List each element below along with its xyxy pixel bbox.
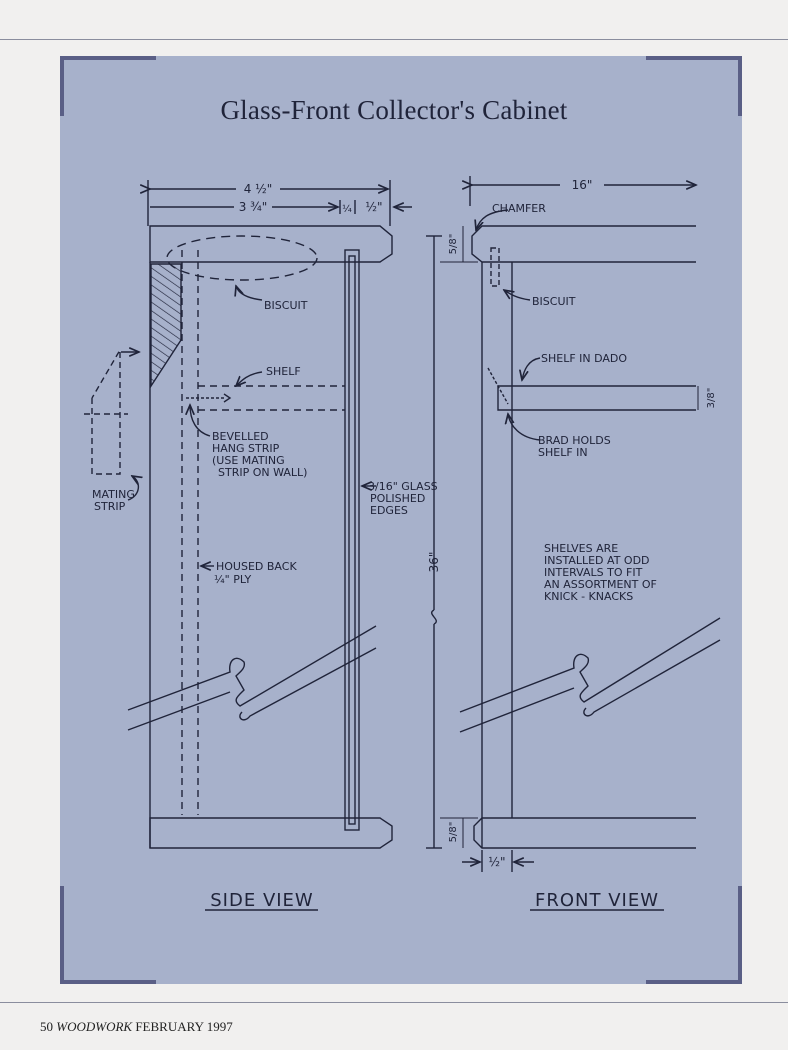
bottom-half-dimension: [462, 850, 534, 872]
housed-label-2: ¼" PLY: [214, 573, 252, 586]
note-line-4: AN ASSORTMENT OF: [544, 578, 657, 591]
note-line-2: INSTALLED AT ODD: [544, 554, 650, 567]
housed-label-1: HOUSED BACK: [216, 560, 297, 573]
front-dimension-lines: [470, 176, 696, 206]
front-top-panel: [471, 225, 696, 263]
bevel-label-4: STRIP ON WALL): [218, 466, 307, 479]
bevel-label-2: HANG STRIP: [212, 442, 280, 455]
side-dimension-lines: [148, 180, 412, 226]
dim-half-top: ½": [365, 200, 382, 214]
page-number: 50: [40, 1019, 53, 1034]
page-title: Glass-Front Collector's Cabinet: [220, 95, 568, 125]
corner-mark-br-v: [738, 886, 742, 984]
side-shelf-dashed: [198, 385, 345, 411]
mating-label-1: MATING: [92, 488, 135, 501]
dim-width-main: 3 ¾": [239, 200, 268, 214]
glass-label-3: EDGES: [370, 504, 408, 517]
glass-label-2: POLISHED: [370, 492, 425, 505]
corner-mark-bl-h: [60, 980, 156, 984]
dim-half-bottom: ½": [488, 855, 505, 869]
front-view-label: FRONT VIEW: [535, 890, 659, 911]
brad-label-1: BRAD HOLDS: [538, 434, 611, 447]
bevel-label-3: (USE MATING: [212, 454, 285, 467]
dim-16: 16": [572, 178, 593, 192]
dim-quarter: ¼: [342, 203, 352, 215]
front-biscuit: [490, 247, 500, 287]
side-view-label: SIDE VIEW: [210, 890, 313, 911]
top-rule: [0, 39, 788, 40]
side-bottom-panel: [149, 817, 393, 849]
corner-mark-tl-v: [60, 56, 64, 116]
shelf-label: SHELF: [266, 365, 301, 378]
mating-label-2: STRIP: [94, 500, 126, 513]
magazine-name: WOODWORK: [56, 1019, 133, 1034]
glass-pane: [344, 249, 360, 831]
corner-mark-tl-h: [60, 56, 156, 60]
dim-top-thick: 5/8": [448, 234, 459, 255]
brad-label-2: SHELF IN: [538, 446, 588, 459]
front-break-line: [459, 617, 721, 733]
hang-strip: [150, 263, 182, 389]
bottom-rule: [0, 1002, 788, 1003]
corner-mark-tr-h: [646, 56, 742, 60]
note-line-5: KNICK - KNACKS: [544, 590, 633, 603]
side-top-panel: [149, 225, 393, 263]
note-line-1: SHELVES ARE: [544, 542, 618, 555]
page-footer: 50 WOODWORK FEBRUARY 1997: [40, 1019, 233, 1035]
issue-date: FEBRUARY 1997: [135, 1019, 233, 1034]
chamfer-label: CHAMFER: [492, 202, 546, 215]
side-biscuit: [166, 235, 318, 281]
bevel-label-1: BEVELLED: [212, 430, 269, 443]
height-dimension: [426, 226, 478, 849]
dim-width-total: 4 ½": [244, 182, 273, 196]
corner-mark-bl-v: [60, 886, 64, 984]
front-shelf: [497, 385, 696, 411]
dim-bottom-thick: 5/8": [448, 822, 459, 843]
shelf-thick-dim: 3/8": [706, 388, 717, 409]
dim-36: 36": [427, 552, 441, 573]
mating-strip: [84, 347, 128, 475]
housed-back-dashed: [181, 250, 199, 815]
shelf-dado-label: SHELF IN DADO: [541, 352, 627, 365]
side-break-line: [127, 625, 377, 731]
corner-mark-tr-v: [738, 56, 742, 116]
biscuit-side-label: BISCUIT: [264, 299, 308, 312]
biscuit-front-label: BISCUIT: [532, 295, 576, 308]
glass-label-1: 3/16" GLASS: [368, 480, 438, 493]
note-line-3: INTERVALS TO FIT: [544, 566, 643, 579]
front-bottom-panel: [473, 817, 696, 849]
corner-mark-br-h: [646, 980, 742, 984]
